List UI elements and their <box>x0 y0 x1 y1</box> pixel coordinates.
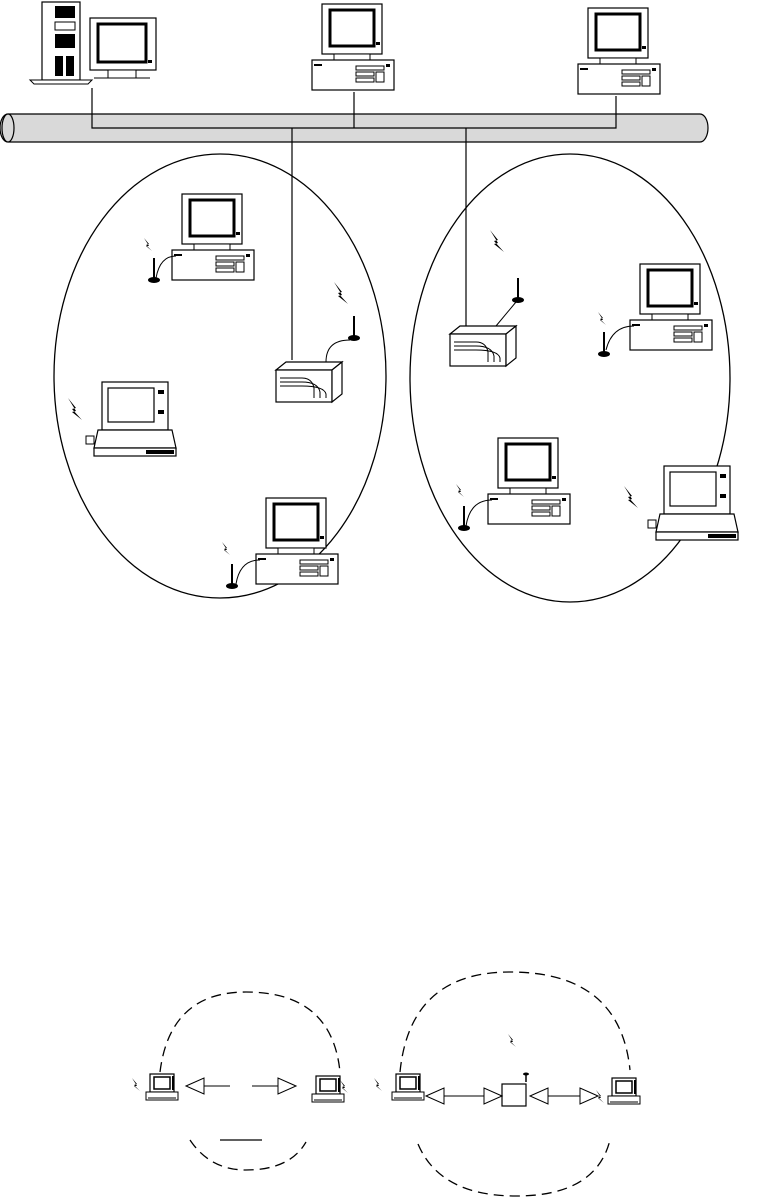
antenna-icon <box>512 278 524 303</box>
lightning-signal-icon <box>508 1034 516 1047</box>
lightning-signal-icon <box>334 282 348 304</box>
lightning-signal-icon <box>144 238 152 251</box>
access-point-icon <box>450 326 516 366</box>
desktop-computer-icon <box>578 8 660 94</box>
antenna-icon <box>226 564 238 589</box>
laptop-icon <box>392 1074 424 1100</box>
desktop-computer-icon <box>630 264 712 350</box>
desktop-computer-icon <box>256 498 338 584</box>
wireless-cell-right <box>410 154 738 602</box>
access-point-icon <box>502 1073 529 1107</box>
lightning-signal-icon <box>598 312 606 325</box>
arrow-triangle-icon <box>186 1078 296 1094</box>
antenna-icon <box>348 316 360 341</box>
lightning-signal-icon <box>340 1080 348 1093</box>
server-icon <box>30 2 156 84</box>
lightning-signal-icon <box>624 486 638 508</box>
desktop-computer-icon <box>172 194 254 280</box>
top-wireless-lan-diagram <box>0 2 738 602</box>
lightning-signal-icon <box>68 398 82 420</box>
laptop-icon <box>608 1078 640 1104</box>
desktop-computer-icon <box>488 438 570 524</box>
bottom-mode-diagrams <box>132 972 640 1196</box>
desktop-computer-icon <box>312 4 394 90</box>
lightning-signal-icon <box>374 1078 382 1091</box>
lightning-signal-icon <box>456 484 464 497</box>
laptop-icon <box>86 382 176 456</box>
lightning-signal-icon <box>132 1078 140 1091</box>
lightning-signal-icon <box>490 230 504 252</box>
laptop-icon <box>312 1076 344 1102</box>
access-point-icon <box>276 362 342 402</box>
infrastructure-mode <box>374 972 640 1196</box>
laptop-icon <box>146 1074 178 1100</box>
ad-hoc-mode <box>132 992 348 1170</box>
wireless-cell-left <box>54 154 386 598</box>
lightning-signal-icon <box>222 542 230 555</box>
laptop-icon <box>648 466 738 540</box>
